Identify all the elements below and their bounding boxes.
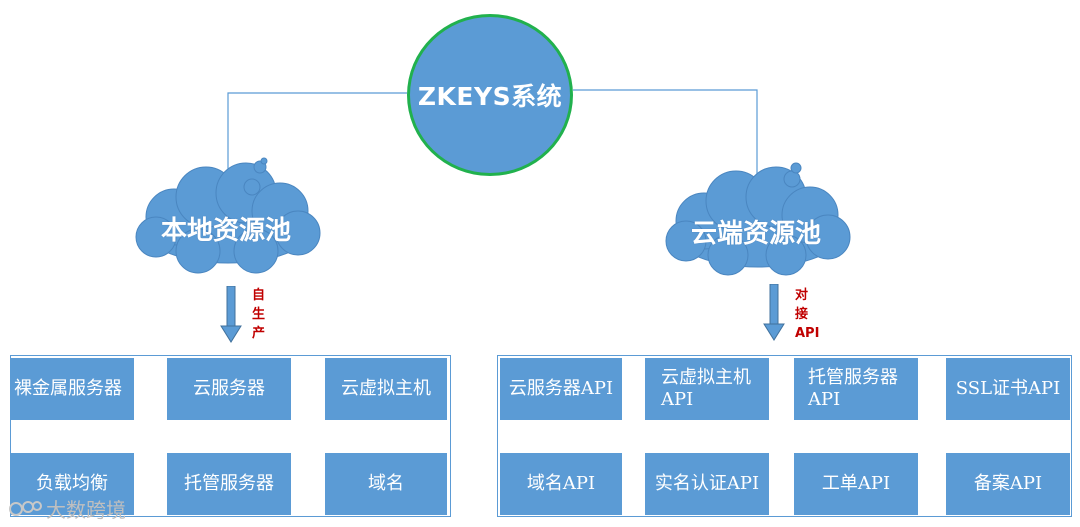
cloud-server-api-box: 云服务器API [500, 358, 622, 420]
local-resource-pool-cloud: 本地资源池 [128, 155, 324, 277]
box-label: 云服务器API [508, 378, 614, 399]
watermark-text: 大数跨境 [46, 498, 126, 522]
zkeys-system-label: ZKEYS系统 [417, 82, 563, 111]
filing-api-box: 备案API [946, 453, 1070, 515]
virtual-host-box: 云虚拟主机 [325, 358, 447, 420]
api-integration-label: 对 接 API [795, 288, 820, 341]
box-label: 备案API [973, 473, 1043, 494]
box-label: 云虚拟主机 API [661, 367, 751, 410]
box-label: 域名API [526, 473, 596, 494]
box-label: SSL证书API [955, 378, 1061, 399]
ssl-certificate-api-box: SSL证书API [946, 358, 1070, 420]
zkeys-system-node: ZKEYS系统 [407, 14, 573, 176]
cloud-shape-icon [665, 162, 851, 276]
box-label: 云虚拟主机 [341, 378, 431, 399]
cloud-resource-pool-label: 云端资源池 [690, 219, 821, 249]
bare-metal-server-box: 裸金属服务器 [10, 358, 134, 420]
box-label: 裸金属服务器 [14, 378, 122, 399]
down-arrow-icon [220, 286, 242, 343]
box-label: 负载均衡 [36, 473, 108, 494]
virtual-host-api-box: 云虚拟主机 API [645, 358, 769, 420]
box-label: 实名认证API [654, 473, 760, 494]
cloud-resource-pool-cloud: 云端资源池 [658, 155, 854, 277]
managed-server-box: 托管服务器 [167, 453, 291, 515]
down-arrow-icon [763, 284, 785, 341]
box-label: 托管服务器 API [808, 367, 898, 410]
domain-api-box: 域名API [500, 453, 622, 515]
cloud-server-box: 云服务器 [167, 358, 291, 420]
ticket-api-box: 工单API [794, 453, 918, 515]
local-resource-pool-label: 本地资源池 [160, 216, 291, 246]
load-balancer-box: 负载均衡 [10, 453, 134, 515]
domain-box: 域名 [325, 453, 447, 515]
box-label: 托管服务器 [184, 473, 274, 494]
box-label: 域名 [368, 473, 404, 494]
box-label: 云服务器 [193, 378, 265, 399]
box-label: 工单API [821, 473, 891, 494]
watermark: 大数跨境 [8, 494, 126, 523]
connector-left [227, 92, 407, 180]
self-produced-label: 自 生 产 [252, 288, 266, 341]
real-name-auth-api-box: 实名认证API [645, 453, 769, 515]
connector-right [573, 89, 758, 178]
managed-server-api-box: 托管服务器 API [794, 358, 918, 420]
watermark-logo-icon [9, 500, 42, 516]
cloud-shape-icon [135, 157, 321, 274]
